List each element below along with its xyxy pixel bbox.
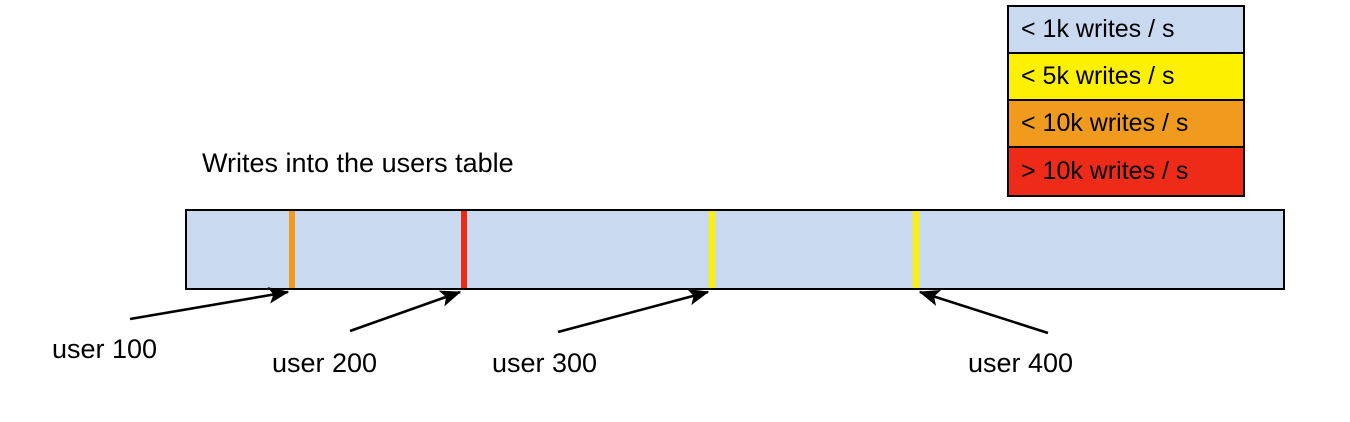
stripe-user-300 bbox=[709, 211, 715, 288]
arrow-user-400 bbox=[918, 290, 1049, 335]
callout-user-300: user 300 bbox=[492, 348, 598, 378]
callout-user-100: user 100 bbox=[52, 334, 158, 364]
legend-label-under-10k: < 10k writes / s bbox=[1021, 109, 1189, 137]
stripe-user-200 bbox=[461, 211, 467, 288]
users-table-band bbox=[185, 209, 1285, 290]
legend-row-under-5k: < 5k writes / s bbox=[1009, 54, 1243, 101]
legend-label-over-10k: > 10k writes / s bbox=[1021, 157, 1189, 185]
stripe-user-100 bbox=[289, 211, 295, 288]
callout-user-400: user 400 bbox=[968, 348, 1074, 378]
legend-label-under-5k: < 5k writes / s bbox=[1021, 62, 1175, 90]
legend-label-under-1k: < 1k writes / s bbox=[1021, 15, 1175, 43]
chart-title: Writes into the users table bbox=[202, 148, 514, 178]
writes-per-second-legend: < 1k writes / s < 5k writes / s < 10k wr… bbox=[1007, 5, 1245, 197]
arrow-user-100 bbox=[129, 287, 290, 321]
stripe-user-400 bbox=[913, 211, 919, 288]
legend-row-under-1k: < 1k writes / s bbox=[1009, 7, 1243, 54]
callout-user-200: user 200 bbox=[272, 348, 378, 378]
arrow-user-300 bbox=[557, 288, 710, 334]
arrow-user-200 bbox=[349, 290, 462, 333]
legend-row-under-10k: < 10k writes / s bbox=[1009, 101, 1243, 148]
legend-row-over-10k: > 10k writes / s bbox=[1009, 148, 1243, 195]
